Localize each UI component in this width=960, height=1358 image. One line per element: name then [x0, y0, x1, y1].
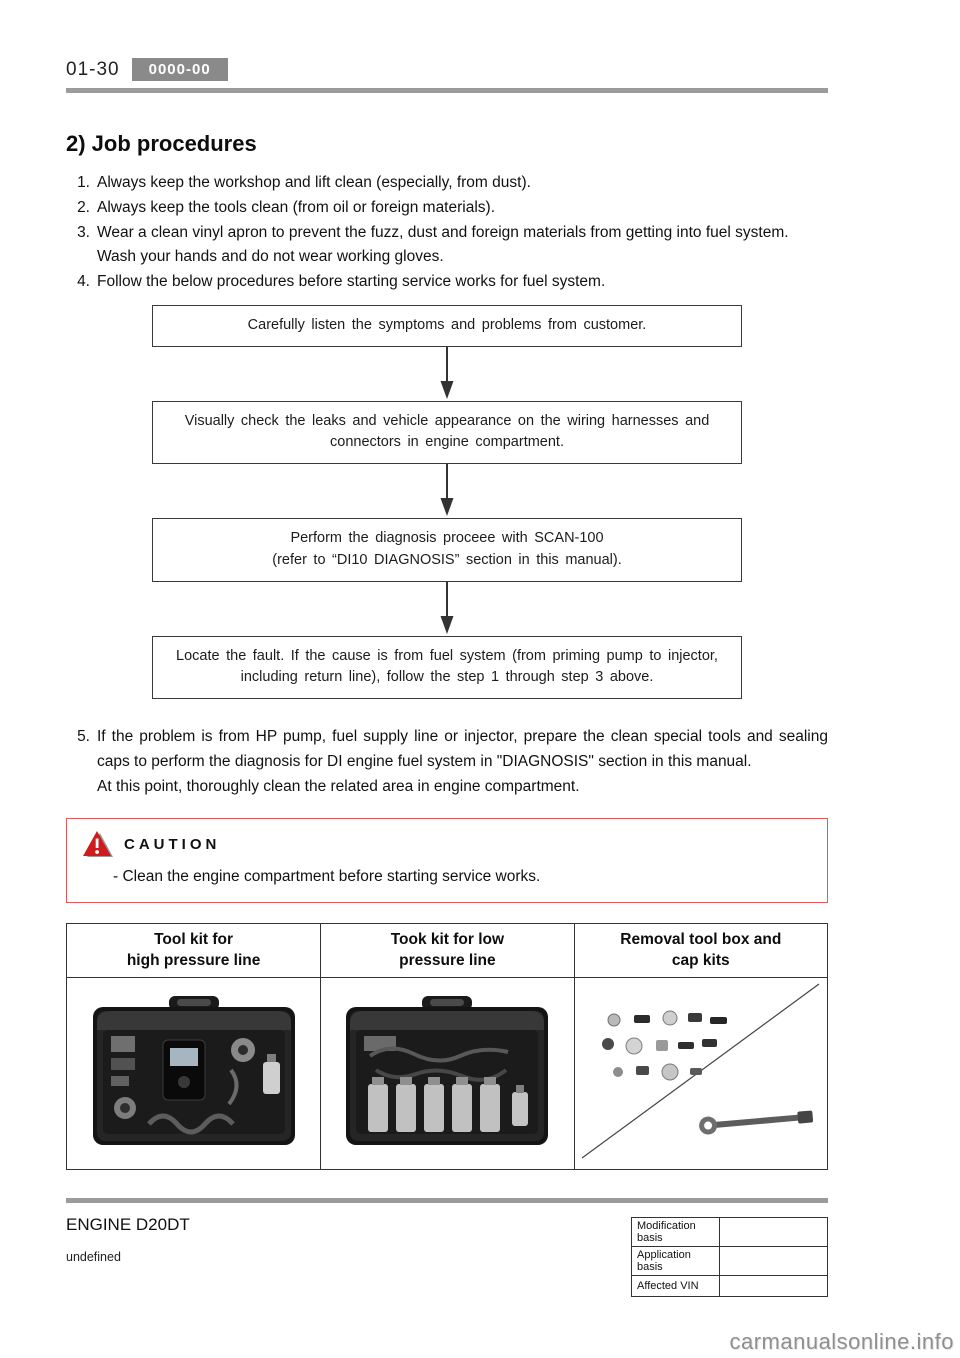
arrow-down-icon [440, 464, 454, 517]
caution-label: CAUTION [124, 835, 221, 853]
tool-kit-high-pressure-image [92, 996, 295, 1146]
step-number: 4. [77, 273, 90, 291]
page-title: 2) Job procedures [66, 131, 257, 156]
step-text: Always keep the tools clean (from oil or… [97, 198, 495, 216]
step-text: Always keep the workshop and lift clean … [97, 174, 531, 191]
section-code-badge: 0000-00 [131, 58, 228, 81]
tool-table-header-low-pressure: Took kit for low pressure line [320, 922, 575, 979]
revision-basis-table: Modification basis Application basis Aff… [631, 1217, 828, 1298]
footer-rule [66, 1198, 828, 1204]
arrow-down-icon [440, 581, 454, 634]
flow-arrow [439, 464, 455, 518]
tool-table-header-removal-box: Removal tool box and cap kits [573, 922, 829, 979]
step-number: 2. [77, 198, 90, 216]
flow-step-visual-check: Visually check the leaks and vehicle app… [152, 400, 742, 465]
step-number: 5. [77, 728, 90, 746]
basis-value-application [719, 1246, 828, 1277]
page-number: 01-30 [66, 58, 120, 80]
basis-value-modification [719, 1217, 828, 1248]
basis-label-application: Application basis [631, 1246, 720, 1277]
step-text: Wear a clean vinyl apron to prevent the … [97, 223, 789, 266]
basis-label-modification: Modification basis [631, 1217, 720, 1248]
flow-step-locate-fault: Locate the fault. If the cause is from f… [152, 635, 742, 700]
procedure-steps: 1. Always keep the workshop and lift cle… [66, 171, 828, 295]
step-item: 1. Always keep the workshop and lift cle… [66, 171, 828, 196]
tool-kit-low-pressure-image [346, 996, 549, 1146]
step-item: 3. Wear a clean vinyl apron to prevent t… [66, 221, 828, 271]
header-rule [66, 88, 828, 93]
watermark-text: carmanualsonline.info [729, 1329, 954, 1354]
tool-kit-table: Tool kit for high pressure line Took kit… [65, 922, 829, 1171]
basis-value-affected-vin [719, 1275, 828, 1298]
basis-label-affected-vin: Affected VIN [631, 1275, 720, 1298]
tool-table-header-row: Tool kit for high pressure line Took kit… [65, 922, 829, 979]
step-text: Follow the below procedures before start… [97, 273, 606, 291]
procedure-step-5: 5. If the problem is from HP pump, fuel … [66, 725, 828, 799]
table-row: Affected VIN [631, 1275, 828, 1298]
table-row: Modification basis [631, 1217, 828, 1248]
tool-table-image-row [65, 977, 829, 1171]
step-number: 3. [77, 223, 90, 241]
caution-box: CAUTION - Clean the engine compartment b… [66, 817, 828, 903]
tool-table-header-high-pressure: Tool kit for high pressure line [65, 922, 322, 979]
flow-arrow [439, 346, 455, 401]
table-row: Application basis [631, 1246, 828, 1277]
step-item: 4. Follow the below procedures before st… [66, 270, 828, 295]
footer-note: undefined [66, 1250, 121, 1265]
removal-tool-box-image [581, 983, 820, 1159]
page-header: 01-30 0000-00 [66, 58, 828, 81]
step-item: 5. If the problem is from HP pump, fuel … [66, 725, 828, 799]
step-item: 2. Always keep the tools clean (from oil… [66, 196, 828, 221]
warning-triangle-icon [83, 830, 113, 857]
tool-kit-high-pressure-cell [65, 977, 322, 1171]
removal-tool-box-cell [573, 977, 829, 1171]
page-content: 01-30 0000-00 2) Job procedures 1. Alway… [65, 58, 829, 1298]
diagnosis-flowchart: Carefully listen the symptoms and proble… [66, 304, 828, 700]
tool-kit-low-pressure-cell [320, 977, 575, 1171]
flow-step-diagnosis: Perform the diagnosis proceee with SCAN-… [152, 518, 742, 582]
footer-left: ENGINE D20DT undefined [66, 1215, 190, 1264]
wrench-tool-image [699, 1111, 814, 1136]
arrow-down-icon [440, 346, 454, 399]
flow-arrow [439, 581, 455, 636]
caution-header: CAUTION [83, 830, 811, 858]
step-text: If the problem is from HP pump, fuel sup… [97, 728, 828, 795]
engine-model-label: ENGINE D20DT [66, 1215, 190, 1235]
flow-step-listen: Carefully listen the symptoms and proble… [152, 304, 742, 347]
caution-text: - Clean the engine compartment before st… [113, 867, 541, 885]
page-footer: ENGINE D20DT undefined Modification basi… [66, 1215, 828, 1298]
step-number: 1. [77, 174, 90, 191]
